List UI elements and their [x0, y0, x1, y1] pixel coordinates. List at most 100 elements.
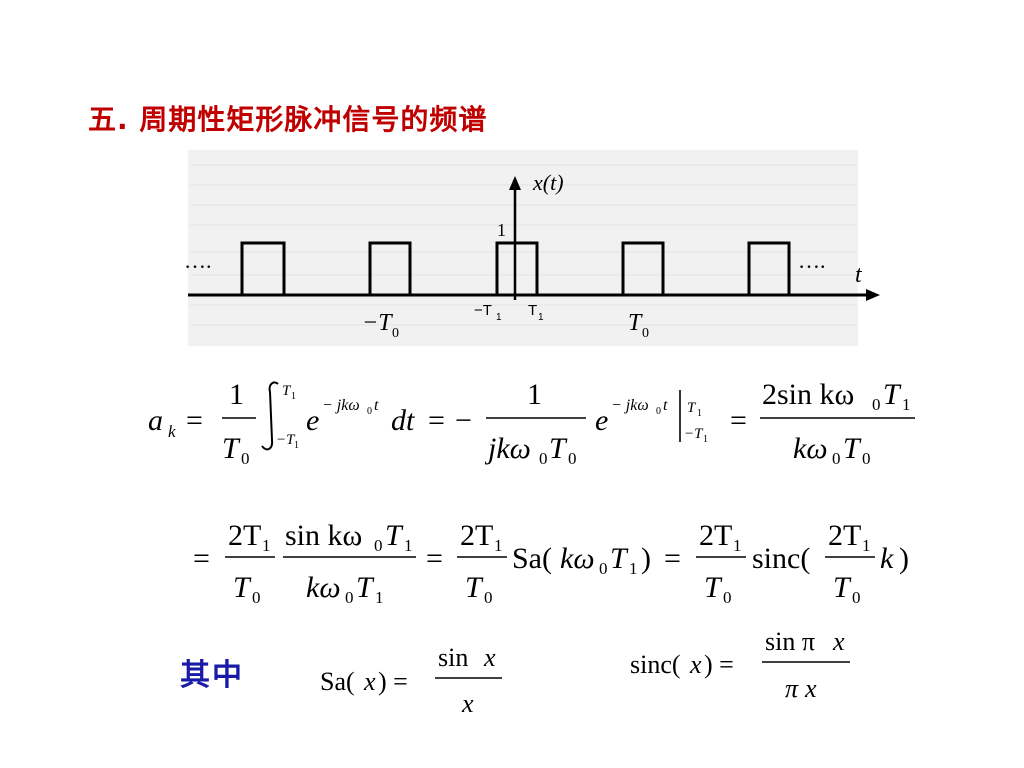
- svg-text:x: x: [461, 689, 474, 718]
- svg-text:0: 0: [872, 395, 881, 414]
- svg-text:T: T: [465, 571, 484, 604]
- svg-text:T: T: [385, 519, 404, 552]
- svg-text:0: 0: [241, 449, 250, 468]
- svg-text:1: 1: [375, 588, 384, 607]
- svg-text:k: k: [880, 542, 894, 575]
- svg-text:0: 0: [642, 326, 649, 341]
- svg-text:T: T: [282, 383, 292, 399]
- neg-T0-tick-label: −T 0: [362, 310, 399, 341]
- svg-text:=: =: [730, 404, 747, 437]
- svg-text:=: =: [428, 404, 445, 437]
- x-axis-label: t: [855, 262, 863, 288]
- svg-text:T: T: [356, 571, 375, 604]
- svg-text:T: T: [687, 400, 697, 416]
- svg-text:2T: 2T: [828, 519, 861, 552]
- svg-text:−T: −T: [474, 302, 492, 319]
- pulse: [747, 241, 791, 295]
- svg-text:0: 0: [345, 588, 354, 607]
- svg-text:2sin kω: 2sin kω: [762, 378, 854, 411]
- svg-text:2T: 2T: [460, 519, 493, 552]
- svg-text:x: x: [483, 643, 496, 672]
- svg-text:1: 1: [496, 312, 502, 323]
- svg-text:1: 1: [703, 434, 708, 445]
- x-axis-arrow: [866, 289, 880, 301]
- pulse: [621, 241, 665, 295]
- pulse: [495, 241, 539, 295]
- svg-text:2T: 2T: [699, 519, 732, 552]
- svg-text:sinc(: sinc(: [752, 542, 810, 575]
- svg-text:0: 0: [539, 449, 548, 468]
- svg-text:x: x: [689, 650, 702, 679]
- y-axis-arrow: [509, 176, 521, 190]
- svg-text:sinc(: sinc(: [630, 650, 681, 679]
- svg-text:1: 1: [902, 395, 911, 414]
- T1-tick-label: T 1: [528, 302, 544, 323]
- svg-text:1: 1: [629, 559, 638, 578]
- right-ellipsis: ….: [798, 248, 826, 273]
- svg-text:T: T: [833, 571, 852, 604]
- svg-text:sin kω: sin kω: [285, 519, 362, 552]
- pulse: [368, 241, 412, 295]
- pulse-train: [240, 241, 791, 295]
- svg-text:0: 0: [599, 559, 608, 578]
- svg-text:x: x: [804, 674, 817, 703]
- svg-text:− jkω: − jkω: [322, 397, 360, 414]
- where-label: 其中: [180, 658, 244, 693]
- svg-text:π: π: [785, 674, 799, 703]
- svg-text:T: T: [222, 432, 241, 465]
- pulse: [240, 241, 286, 295]
- svg-text:): ): [899, 542, 909, 575]
- svg-text:1: 1: [733, 536, 742, 555]
- svg-text:kω: kω: [306, 571, 341, 604]
- figure-background: [188, 150, 858, 346]
- svg-text:kω: kω: [793, 432, 828, 465]
- neg-T1-tick-label: −T 1: [474, 302, 502, 323]
- svg-text:0: 0: [656, 406, 661, 417]
- svg-text:k: k: [168, 422, 176, 441]
- svg-text:e: e: [595, 404, 608, 437]
- svg-text:1: 1: [538, 312, 544, 323]
- svg-text:T: T: [628, 310, 643, 336]
- figure-texture: [190, 164, 856, 326]
- svg-text:1: 1: [262, 536, 271, 555]
- svg-text:T: T: [843, 432, 862, 465]
- svg-text:0: 0: [852, 588, 861, 607]
- svg-text:=: =: [186, 404, 203, 437]
- svg-text:−T: −T: [684, 426, 704, 442]
- svg-text:dt: dt: [391, 404, 415, 437]
- svg-text:t: t: [663, 397, 668, 414]
- svg-text:0: 0: [484, 588, 493, 607]
- svg-text:0: 0: [568, 449, 577, 468]
- amplitude-label: 1: [497, 220, 506, 240]
- y-axis-label: x(t): [532, 170, 564, 195]
- svg-text:Sa(: Sa(: [512, 542, 552, 575]
- svg-text:sin π: sin π: [765, 627, 815, 656]
- svg-text:=: =: [193, 542, 210, 575]
- left-ellipsis: ….: [184, 248, 212, 273]
- T0-tick-label: T 0: [628, 310, 649, 341]
- svg-text:T: T: [883, 378, 902, 411]
- svg-text:e: e: [306, 404, 319, 437]
- svg-text:−T: −T: [276, 432, 296, 448]
- svg-text:) =: ) =: [378, 667, 408, 696]
- svg-text:sin: sin: [438, 643, 468, 672]
- svg-text:0: 0: [723, 588, 732, 607]
- svg-text:t: t: [374, 397, 379, 414]
- svg-text:1: 1: [697, 408, 702, 419]
- svg-text:− jkω: − jkω: [611, 397, 649, 414]
- svg-text:T: T: [610, 542, 629, 575]
- svg-text:jkω: jkω: [484, 432, 531, 465]
- svg-text:=: =: [426, 542, 443, 575]
- svg-text:0: 0: [832, 449, 841, 468]
- svg-text:T: T: [528, 302, 537, 319]
- svg-text:1: 1: [862, 536, 871, 555]
- svg-text:2T: 2T: [228, 519, 261, 552]
- svg-text:1: 1: [527, 378, 542, 411]
- svg-text:0: 0: [252, 588, 261, 607]
- svg-text:0: 0: [862, 449, 871, 468]
- svg-text:=: =: [664, 542, 681, 575]
